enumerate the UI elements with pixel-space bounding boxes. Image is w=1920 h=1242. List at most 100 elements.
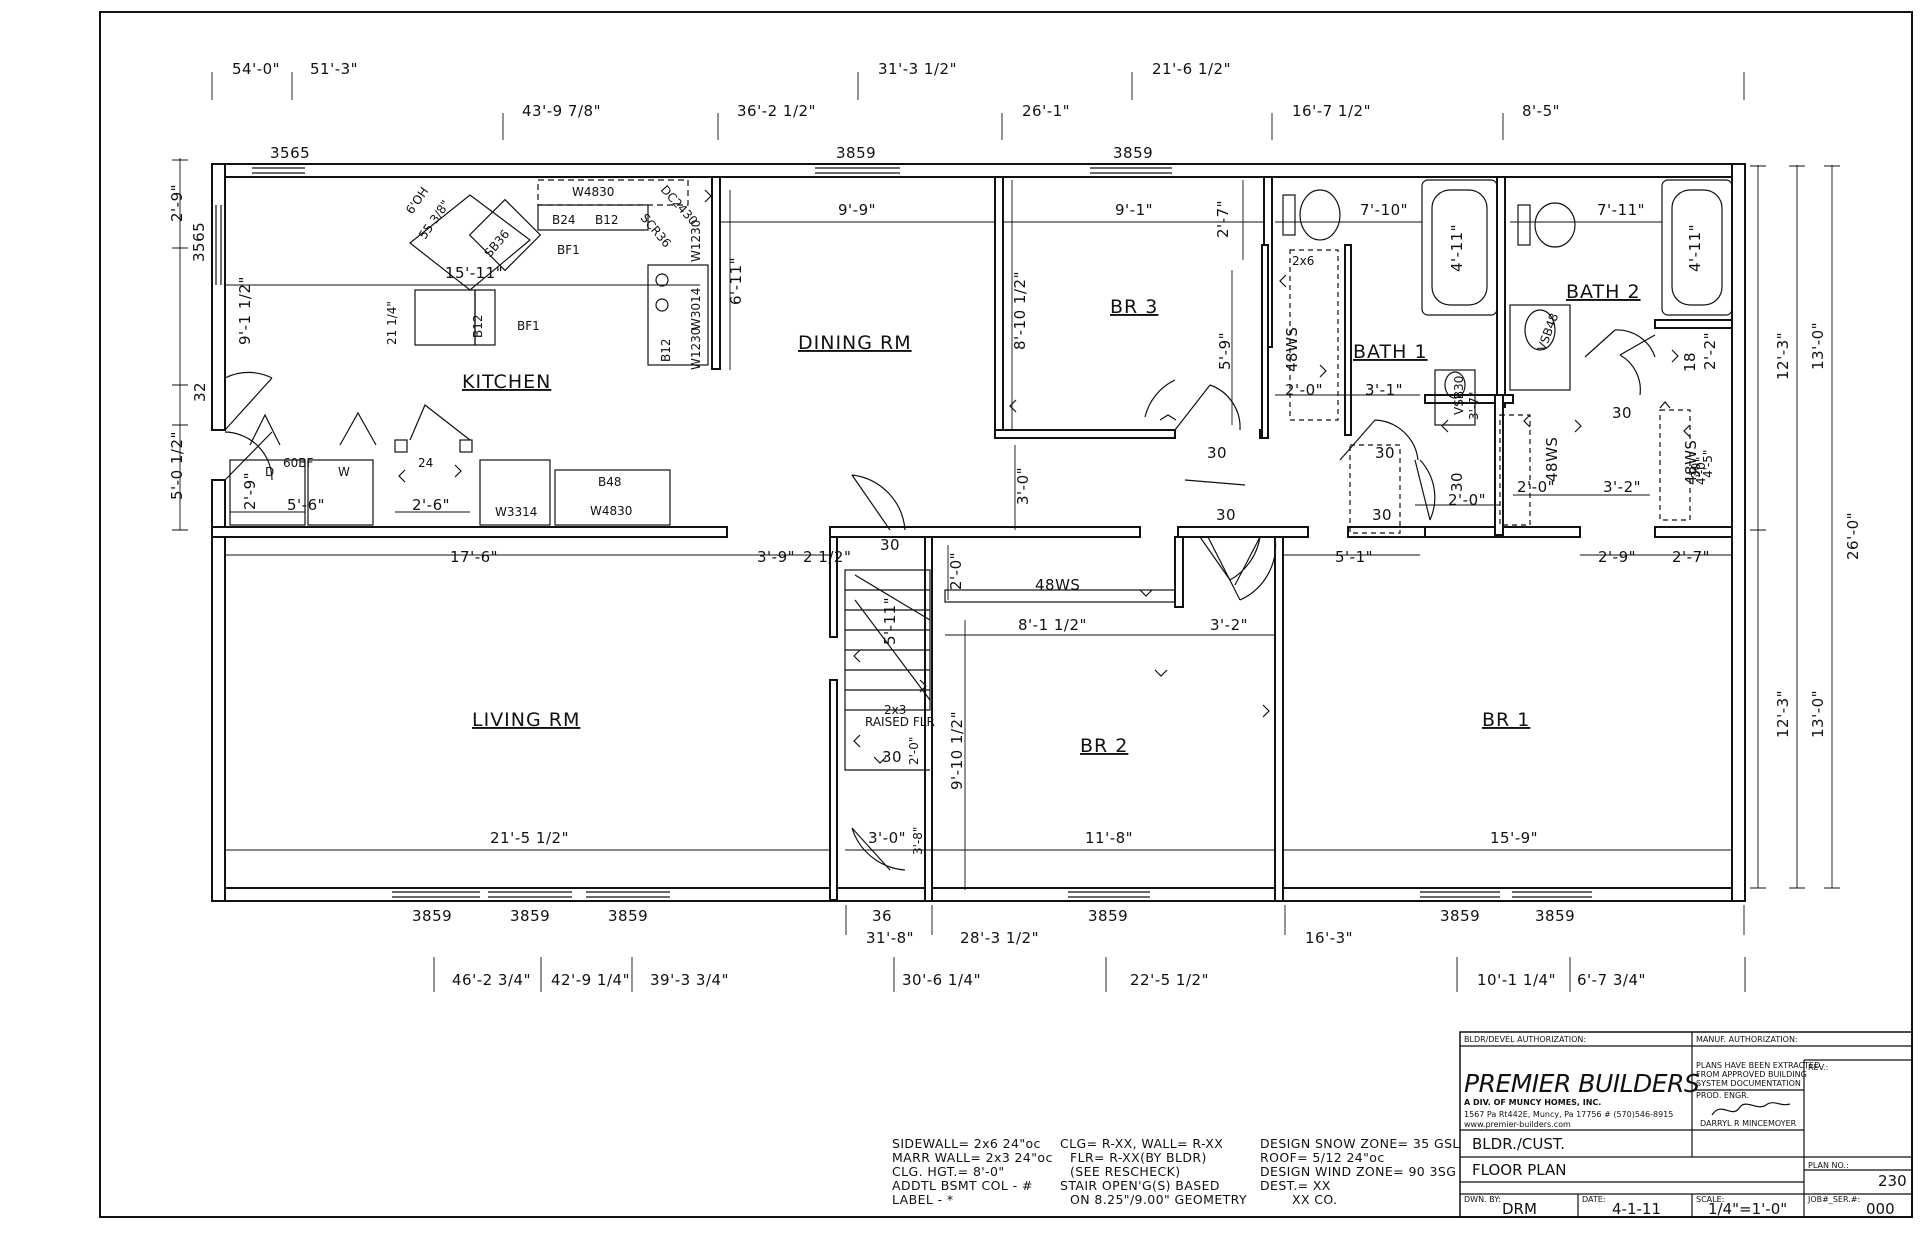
exterior-walls xyxy=(211,163,1746,902)
dim-2-7b: 2'-7" xyxy=(1672,548,1710,566)
top-dim-36: 36'-2 1/2" xyxy=(737,102,816,120)
tb-job-label: JOB#_SER.#: xyxy=(1807,1195,1860,1204)
tb-manuf-auth: MANUF. AUTHORIZATION: xyxy=(1696,1035,1798,1044)
dim-2-2: 2'-2" xyxy=(1701,332,1719,370)
fixture-48ws-d: 48WS xyxy=(1682,440,1700,485)
top-dim-43: 43'-9 7/8" xyxy=(522,102,601,120)
fixture-30b: 30 xyxy=(1216,506,1236,524)
bath-fixtures xyxy=(944,179,1733,603)
dim-15-9: 15'-9" xyxy=(1490,829,1538,847)
bottom-dim-16: 16'-3" xyxy=(1305,929,1353,947)
top-dim-8: 8'-5" xyxy=(1522,102,1560,120)
tb-address: 1567 Pa Rt442E, Muncy, Pa 17756 # (570)5… xyxy=(1464,1110,1673,1119)
tb-date-label: DATE: xyxy=(1582,1195,1606,1204)
tb-customer: BLDR./CUST. xyxy=(1472,1135,1565,1153)
fixture-48ws-b: 48WS xyxy=(1035,576,1080,594)
dim-6-11: 6'-11" xyxy=(727,257,745,305)
dim-2-1-2: 2 1/2" xyxy=(803,548,851,566)
interior-walls xyxy=(211,176,1733,902)
tb-date: 4-1-11 xyxy=(1612,1200,1661,1218)
fixture-2x6: 2x6 xyxy=(1292,254,1314,268)
bottom-dim-39: 39'-3 3/4" xyxy=(650,971,729,989)
dim-2-0b: 2'-0" xyxy=(1448,491,1486,509)
sheet-border xyxy=(99,11,1913,1218)
left-dim-3565: 3565 xyxy=(190,222,208,262)
title-block: BLDR/DEVEL AUTHORIZATION: MANUF. AUTHORI… xyxy=(1459,1031,1913,1218)
fixture-w: W xyxy=(338,465,350,479)
right-dim-13-0-bottom: 13'-0" xyxy=(1809,690,1827,738)
room-bath2: BATH 2 xyxy=(1566,281,1641,303)
fixture-30a: 30 xyxy=(1207,444,1227,462)
dim-3-8: 3'-8" xyxy=(911,827,925,855)
dim-2-0a: 2'-0" xyxy=(1285,381,1323,399)
tb-plan-no-label: PLAN NO.: xyxy=(1808,1161,1849,1170)
fixture-30h: 30 xyxy=(1448,472,1466,492)
left-dim-9-1: 9'-1 1/2" xyxy=(236,276,254,345)
bottom-dim-46: 46'-2 3/4" xyxy=(452,971,531,989)
dim-2-0d: 2'-0" xyxy=(947,552,965,590)
note-c2-3: STAIR OPEN'G(S) BASED xyxy=(1060,1178,1220,1193)
room-br1: BR 1 xyxy=(1482,709,1530,731)
room-br2: BR 2 xyxy=(1080,735,1128,757)
window-label-3859-top-a: 3859 xyxy=(836,144,876,162)
fixture-bf1b: BF1 xyxy=(517,319,540,333)
fixture-raised-flr: RAISED FLR xyxy=(865,715,935,729)
fixture-b24: B24 xyxy=(552,213,576,227)
fixture-b12b: B12 xyxy=(659,338,673,362)
dim-3-1: 3'-1" xyxy=(1365,381,1403,399)
dimension-lines xyxy=(225,180,1732,890)
dim-3-2b: 3'-2" xyxy=(1210,616,1248,634)
top-dim-31: 31'-3 1/2" xyxy=(878,60,957,78)
tb-rev-label: REV.: xyxy=(1808,1063,1828,1072)
note-c3-0: DESIGN SNOW ZONE= 35 GSL xyxy=(1260,1136,1460,1151)
note-c1-0: SIDEWALL= 2x6 24"oc xyxy=(892,1136,1041,1151)
bottom-dim-31: 31'-8" xyxy=(866,929,914,947)
window-label-3859-bottom-f: 3859 xyxy=(1535,907,1575,925)
dim-21-5: 21'-5 1/2" xyxy=(490,829,569,847)
note-c3-3: DEST.= XX xyxy=(1260,1178,1331,1193)
room-living: LIVING RM xyxy=(472,709,580,731)
fixture-bf1a: BF1 xyxy=(557,243,580,257)
room-dining: DINING RM xyxy=(798,332,912,354)
bottom-dim-42: 42'-9 1/4" xyxy=(551,971,630,989)
fixture-w3014: W3014 xyxy=(689,288,703,330)
fixture-30c: 30 xyxy=(1375,444,1395,462)
note-c1-4: LABEL - * xyxy=(892,1192,954,1207)
fixture-vsb30: VSB30 xyxy=(1452,376,1466,415)
top-dim-51: 51'-3" xyxy=(310,60,358,78)
dim-3-0a: 3'-0" xyxy=(1014,467,1032,505)
tb-company-logo: PREMIER BUILDERS xyxy=(1464,1069,1700,1098)
note-c3-4: XX CO. xyxy=(1292,1192,1338,1207)
windows xyxy=(215,167,1592,898)
tb-plan-no: 230 xyxy=(1878,1172,1907,1190)
dim-7-10: 7'-10" xyxy=(1360,201,1408,219)
dim-2-0c: 2'-0" xyxy=(1517,478,1555,496)
room-bath1: BATH 1 xyxy=(1353,341,1428,363)
dim-2-6: 2'-6" xyxy=(412,496,450,514)
note-c2-0: CLG= R-XX, WALL= R-XX xyxy=(1060,1136,1223,1151)
fixture-2x3: 2x3 xyxy=(884,703,906,717)
stairs xyxy=(844,569,931,771)
fixture-24: 24 xyxy=(418,456,433,470)
window-label-3859-bottom-e: 3859 xyxy=(1440,907,1480,925)
dim-2-9a: 2'-9" xyxy=(241,472,259,510)
fixture-30e: 30 xyxy=(1612,404,1632,422)
dim-11-8: 11'-8" xyxy=(1085,829,1133,847)
tb-extract-1: FROM APPROVED BUILDING xyxy=(1696,1070,1807,1079)
note-c2-1: FLR= R-XX(BY BLDR) xyxy=(1070,1150,1207,1165)
dim-2-9b: 2'-9" xyxy=(1598,548,1636,566)
fixture-sb36: SB36 xyxy=(482,227,513,260)
bottom-dim-10: 10'-1 1/4" xyxy=(1477,971,1556,989)
dim-4-0: 4'-0" xyxy=(1694,457,1708,485)
dim-15-11: 15'-11" xyxy=(445,264,503,282)
window-label-3565-top: 3565 xyxy=(270,144,310,162)
tb-sheet-title: FLOOR PLAN xyxy=(1472,1161,1566,1179)
fixture-60bf: 60BF xyxy=(283,456,314,470)
note-c2-2: (SEE RESCHECK) xyxy=(1070,1164,1181,1179)
top-dim-54: 54'-0" xyxy=(232,60,280,78)
dim-3-7: 3'-7" xyxy=(1467,392,1481,420)
fixture-30f: 30 xyxy=(880,536,900,554)
arrow-symbols xyxy=(398,189,1701,764)
dim-17-6: 17'-6" xyxy=(450,548,498,566)
